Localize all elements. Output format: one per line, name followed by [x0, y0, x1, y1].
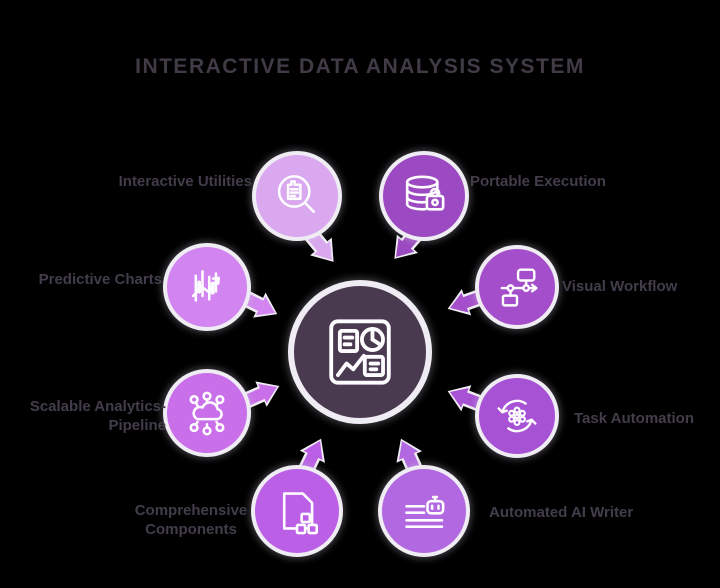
label-interactive-utilities: Interactive Utilities	[118, 173, 252, 190]
node-visual-workflow	[475, 245, 559, 329]
diagram-title: INTERACTIVE DATA ANALYSIS SYSTEM	[135, 55, 585, 78]
label-visual-workflow: Visual Workflow	[562, 278, 678, 295]
magnifier-document-icon	[277, 175, 316, 213]
node-predictive-charts	[163, 243, 251, 331]
center-hub	[288, 280, 432, 424]
node-portable-execution	[379, 151, 469, 241]
node-automated-ai-writer	[378, 465, 470, 557]
label-scalable-analytics-pipeline: Scalable Analytics- Pipeline	[29, 398, 166, 434]
sync-gear-icon	[497, 399, 537, 433]
dashboard-grid-icon	[329, 319, 391, 385]
ai-text-robot-icon	[405, 495, 445, 528]
secure-database-icon	[405, 175, 445, 211]
cloud-network-icon	[189, 391, 225, 436]
node-interactive-utilities	[252, 151, 342, 241]
label-task-automation: Task Automation	[574, 410, 695, 427]
label-predictive-charts: Predictive Charts	[38, 271, 162, 288]
label-automated-ai-writer: Automated AI Writer	[489, 504, 634, 521]
document-components-icon	[282, 492, 319, 535]
candlestick-chart-icon	[191, 270, 221, 302]
node-scalable-analytics-pipeline	[163, 369, 251, 457]
flowchart-icon	[500, 268, 538, 307]
label-portable-execution: Portable Execution	[470, 173, 606, 190]
node-task-automation	[475, 374, 559, 458]
node-comprehensive-components	[251, 465, 343, 557]
label-comprehensive-components: Comprehensive Components	[134, 502, 248, 538]
